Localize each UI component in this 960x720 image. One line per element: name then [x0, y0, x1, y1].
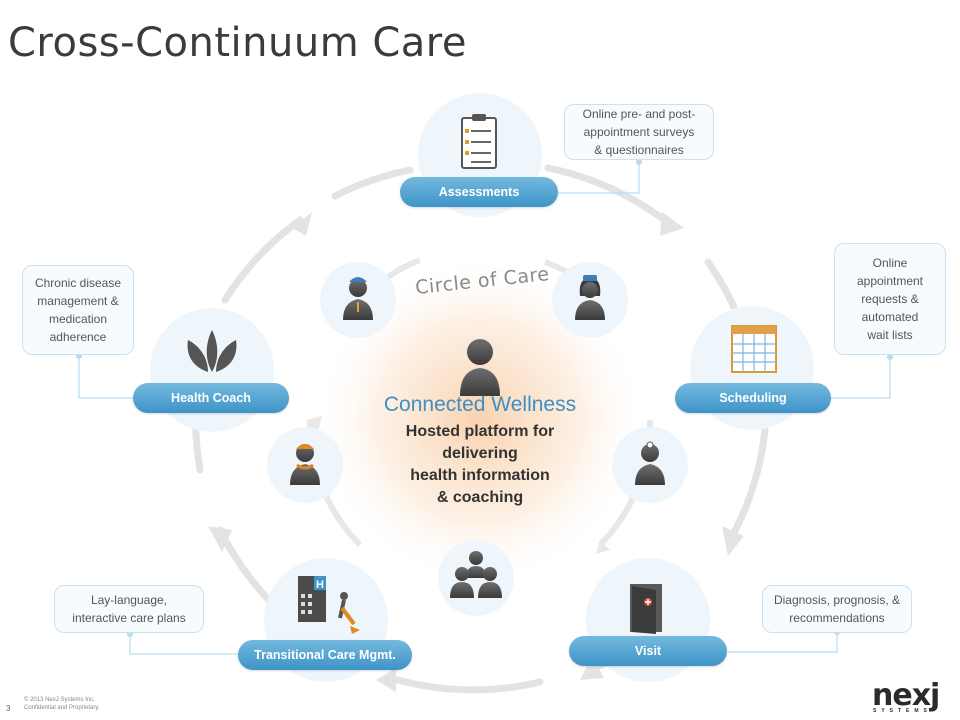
door-icon [630, 584, 662, 634]
note-line: Online pre- and post- [582, 107, 696, 121]
nurse-person-icon [575, 275, 605, 320]
note-line: Diagnosis, prognosis, & [773, 593, 901, 607]
arc-segment [221, 216, 304, 304]
note-line: management & [37, 294, 119, 308]
scheduling-note: Online appointment requests & automated … [834, 243, 946, 355]
visit-note: Diagnosis, prognosis, & recommendations [762, 585, 912, 633]
arc-segment [726, 426, 769, 544]
note-line: wait lists [867, 328, 913, 342]
description-line: & coaching [436, 489, 524, 506]
health-coach-label: Health Coach [133, 383, 289, 413]
note-line: Chronic disease [34, 276, 122, 290]
arc-segment [394, 676, 544, 694]
copyright-line: © 2013 NexJ Systems Inc. [24, 697, 95, 703]
doctor-person-icon [635, 441, 665, 485]
note-line: & questionnaires [594, 143, 684, 157]
copyright-notice: © 2013 NexJ Systems Inc. Confidential an… [24, 696, 100, 712]
note-line: automated [861, 310, 919, 324]
description-line: delivering [442, 445, 518, 462]
visit-label: Visit [569, 636, 727, 666]
note-line: requests & [861, 292, 919, 306]
patient-person-icon [460, 339, 500, 396]
clipboard-icon [461, 114, 497, 169]
assessments-note: Online pre- and post- appointment survey… [564, 104, 714, 160]
note-line: Online [872, 256, 908, 270]
description-line: Hosted platform for [405, 423, 555, 440]
connected-wellness-title: Connected Wellness [383, 393, 577, 416]
nexj-logo-subtext: SYSTEMS [873, 708, 932, 714]
note-line: appointment surveys [583, 125, 695, 139]
note-connectors [78, 162, 891, 655]
connected-wellness-description: Hosted platform for delivering health in… [370, 421, 590, 509]
assessments-label: Assessments [400, 177, 558, 207]
arc-segment [331, 166, 414, 200]
transitional-care-note: Lay-language, interactive care plans [54, 585, 204, 633]
page-number: 3 [6, 704, 11, 713]
health-coach-note: Chronic disease management & medication … [22, 265, 134, 355]
note-line: recommendations [789, 611, 885, 625]
calendar-icon [731, 325, 777, 373]
lotus-icon [187, 330, 237, 372]
svg-text:H: H [316, 579, 324, 591]
note-line: medication [48, 312, 107, 326]
arc-segment [544, 164, 676, 230]
hospital-transfer-icon: H [298, 576, 360, 634]
note-line: Lay-language, [90, 593, 168, 607]
nexj-logo: nexj [872, 678, 940, 713]
center-glow [315, 255, 645, 585]
slide-title: Cross-Continuum Care [8, 20, 467, 66]
note-line: interactive care plans [72, 611, 186, 625]
note-line: appointment [856, 274, 924, 288]
description-line: health information [410, 467, 550, 484]
coach-person-icon [290, 444, 320, 485]
note-line: adherence [49, 330, 107, 344]
copyright-line: Confidential and Proprietary. [24, 705, 100, 711]
scheduling-label: Scheduling [675, 383, 831, 413]
worker-person-icon [343, 277, 373, 320]
family-group-icon [450, 551, 502, 598]
transitional-care-label: Transitional Care Mgmt. [238, 640, 412, 670]
